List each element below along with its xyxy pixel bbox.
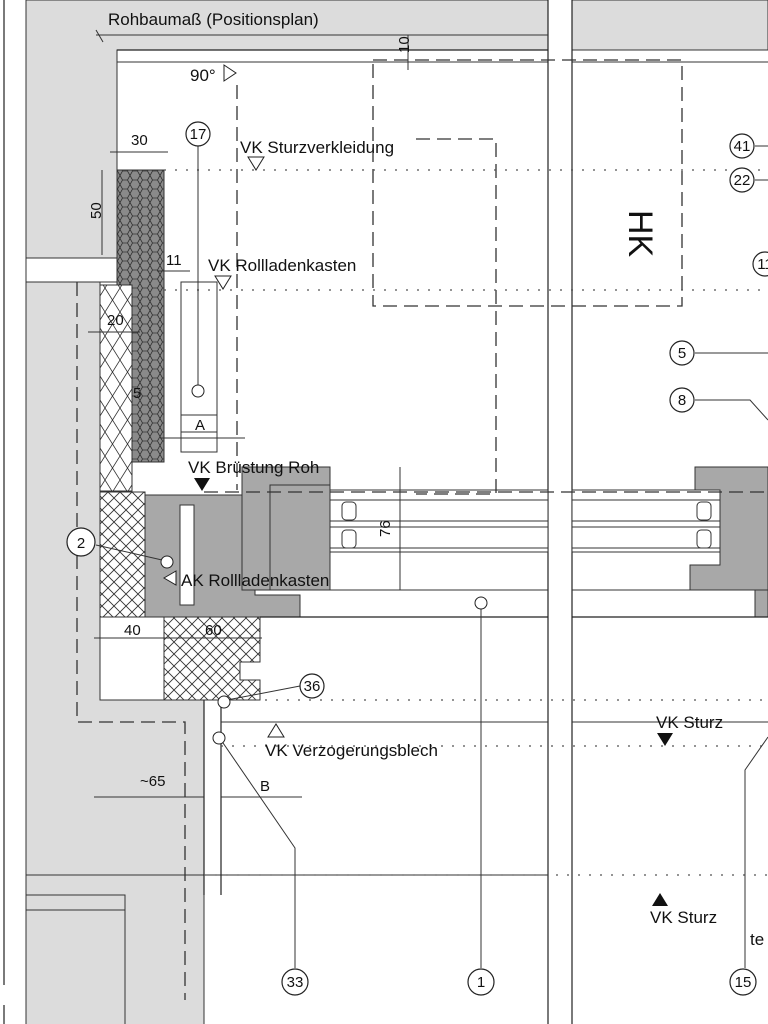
dimension-lines — [88, 29, 548, 798]
vk-bruestung-roh-label: VK Brüstung Roh — [188, 458, 319, 477]
callout-8: 8 — [669, 387, 695, 413]
callout-17: 17 — [185, 121, 211, 147]
te-partial-label: te — [750, 930, 764, 949]
callout-22: 22 — [729, 167, 755, 193]
vk-sturz-label-2: VK Sturz — [650, 908, 717, 927]
detail-label-a: A — [195, 417, 205, 434]
callout-33: 33 — [281, 968, 309, 996]
section-label-hk: HK — [621, 210, 659, 258]
callout-5: 5 — [669, 340, 695, 366]
svg-text:8: 8 — [678, 392, 686, 409]
callout-36: 36 — [299, 673, 325, 699]
svg-text:5: 5 — [133, 385, 141, 402]
svg-text:60: 60 — [205, 622, 222, 639]
leader-lines — [95, 145, 768, 968]
vk-verzogerungsblech-label: VK Verzogerungsblech — [265, 741, 438, 760]
svg-text:20: 20 — [107, 312, 124, 329]
svg-text:11: 11 — [757, 256, 768, 273]
callout-41: 41 — [729, 133, 755, 159]
svg-text:76: 76 — [377, 520, 394, 537]
svg-text:~65: ~65 — [140, 773, 165, 790]
svg-text:1: 1 — [477, 974, 485, 991]
svg-text:33: 33 — [287, 974, 304, 991]
dimension-labels: 10 30 50 11 20 5 76 40 60 ~65 — [88, 36, 413, 790]
svg-text:22: 22 — [734, 172, 751, 189]
svg-text:40: 40 — [124, 622, 141, 639]
angle-label: 90° — [190, 66, 216, 85]
level-markers — [163, 64, 673, 906]
shutter-box-profiles — [144, 281, 768, 723]
callout-15: 15 — [729, 968, 757, 996]
svg-text:41: 41 — [734, 138, 751, 155]
sill-block-left — [99, 616, 165, 701]
svg-text:17: 17 — [190, 126, 207, 143]
svg-text:15: 15 — [735, 974, 752, 991]
svg-text:30: 30 — [131, 132, 148, 149]
svg-text:5: 5 — [678, 345, 686, 362]
title-label: Rohbaumaß (Positionsplan) — [108, 10, 319, 29]
callout-11: 11 — [752, 251, 768, 277]
ak-rollladenkasten-label: AK Rollladenkasten — [181, 571, 329, 590]
detail-label-b: B — [260, 778, 270, 795]
svg-text:10: 10 — [396, 36, 413, 53]
vk-sturz-label-1: VK Sturz — [656, 713, 723, 732]
svg-text:50: 50 — [88, 202, 105, 219]
insulation-strip — [99, 284, 133, 492]
vk-rollladenkasten-label: VK Rollladenkasten — [208, 256, 356, 275]
svg-text:36: 36 — [304, 678, 321, 695]
reference-lines — [76, 59, 768, 1000]
callout-1: 1 — [467, 968, 495, 996]
callout-2: 2 — [66, 527, 96, 557]
svg-text:11: 11 — [166, 252, 182, 269]
vk-sturzverkleidung-label: VK Sturzverkleidung — [240, 138, 394, 157]
svg-text:2: 2 — [77, 535, 85, 552]
